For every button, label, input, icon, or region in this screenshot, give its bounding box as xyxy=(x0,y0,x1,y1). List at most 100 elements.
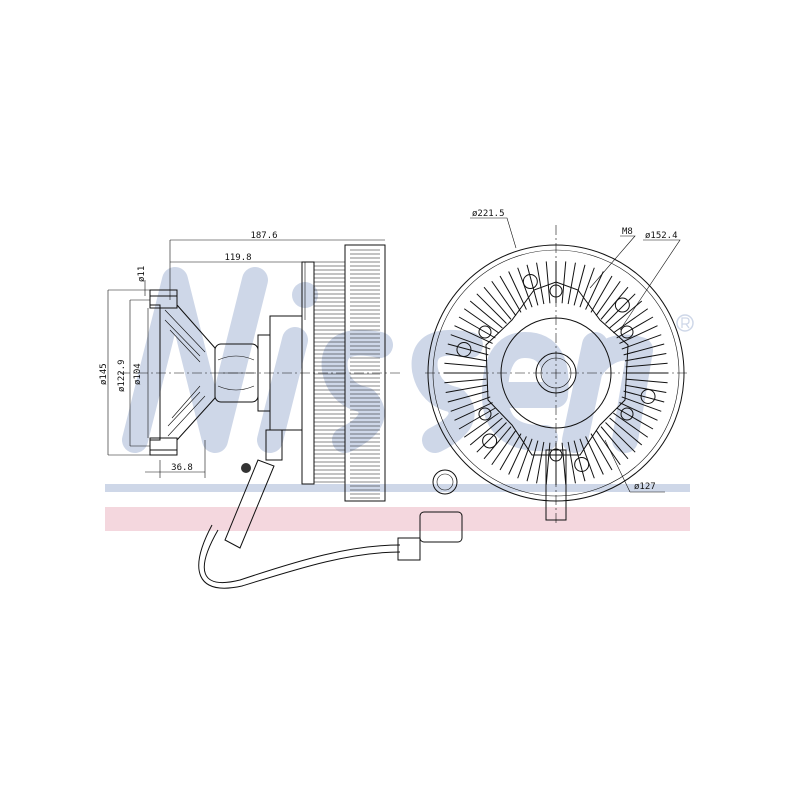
front-fin xyxy=(445,384,488,393)
front-fin xyxy=(508,271,527,310)
front-fin xyxy=(444,362,487,368)
front-fin xyxy=(625,362,668,368)
front-fin xyxy=(561,442,567,485)
front-fin xyxy=(624,353,667,362)
front-fin xyxy=(469,300,503,329)
dim-flange-outer: ø145 xyxy=(99,363,109,385)
front-fin xyxy=(609,417,643,446)
watermark xyxy=(105,267,694,531)
dim-outer-bolt-circle: ø152.4 xyxy=(645,231,678,241)
bolt-hole-inner xyxy=(620,407,634,421)
front-fin xyxy=(491,430,517,466)
front-fin xyxy=(463,308,499,334)
bolt-hole-outer xyxy=(482,433,498,449)
dim-bolt-circle: ø122.9 xyxy=(117,359,127,392)
front-fin xyxy=(526,440,539,482)
front-fin xyxy=(595,280,621,316)
front-fin xyxy=(499,275,522,313)
front-fin xyxy=(619,402,658,421)
front-fin xyxy=(623,343,665,356)
front-fin xyxy=(616,316,654,339)
front-fin xyxy=(605,293,636,324)
dim-overall-length: 187.6 xyxy=(250,231,277,241)
sensor-cable xyxy=(203,529,401,584)
front-fin xyxy=(545,261,551,304)
front-fin xyxy=(499,433,522,471)
front-fin xyxy=(621,396,662,412)
front-fin xyxy=(445,353,488,362)
front-fin xyxy=(476,293,507,324)
front-fin xyxy=(623,390,665,403)
dim-pilot: ø104 xyxy=(133,363,143,385)
sensor-body xyxy=(265,429,283,461)
sensor-screw xyxy=(241,463,251,473)
front-fin xyxy=(450,334,491,350)
front-fin xyxy=(517,438,533,479)
front-fin xyxy=(483,426,512,460)
front-fin xyxy=(450,396,491,412)
dim-hub-length: 119.8 xyxy=(224,253,251,263)
front-fin xyxy=(619,325,658,344)
front-fin xyxy=(458,407,496,430)
watermark-blue-stripe xyxy=(105,484,690,492)
front-fin xyxy=(561,261,567,304)
front-fin xyxy=(573,440,586,482)
bolt-hole-outer xyxy=(640,389,656,405)
front-fin xyxy=(469,417,503,446)
front-fin xyxy=(605,422,636,453)
sensor-housing xyxy=(224,459,275,549)
front-fin xyxy=(483,286,512,320)
watermark-logo xyxy=(122,267,653,453)
front-fin xyxy=(624,384,667,393)
connector-plug xyxy=(419,511,463,543)
dim-fan-diameter: ø221.5 xyxy=(472,209,505,219)
bolt-hole-outer xyxy=(456,341,472,357)
front-fin xyxy=(585,271,604,310)
front-fin xyxy=(517,267,533,308)
front-fin xyxy=(613,308,649,334)
front-fin xyxy=(526,264,539,306)
front-fin xyxy=(616,407,654,430)
connector-pin-view xyxy=(432,469,458,495)
bolt-hole-inner xyxy=(478,325,492,339)
bolt-holes xyxy=(456,274,656,472)
front-fin xyxy=(454,325,493,344)
front-fin xyxy=(590,275,613,313)
front-fin xyxy=(454,402,493,421)
front-fin xyxy=(613,412,649,438)
dim-flange-depth: 36.8 xyxy=(171,463,193,473)
side-view: 187.6 119.8 ø11 ø145 ø122.9 ø104 36.8 xyxy=(99,231,463,589)
front-fin xyxy=(567,441,576,484)
cable-connector xyxy=(397,537,421,561)
bolt-hole-outer xyxy=(614,297,630,313)
front-fin xyxy=(567,262,576,305)
front-fin xyxy=(476,422,507,453)
front-view: ø221.5 M8 ø152.4 ø127 xyxy=(425,209,690,525)
front-fin xyxy=(595,430,621,466)
front-fin xyxy=(444,378,487,384)
bolt-hole-inner xyxy=(478,407,492,421)
front-fin xyxy=(600,426,629,460)
front-fin xyxy=(463,412,499,438)
front-fin xyxy=(625,378,668,384)
bolt-hole-outer xyxy=(574,456,590,472)
front-fin xyxy=(447,343,489,356)
front-fin xyxy=(536,262,545,305)
dim-inner-bolt-circle: ø127 xyxy=(634,482,656,492)
front-fin xyxy=(573,264,586,306)
watermark-pink-stripe xyxy=(105,507,690,531)
dim-bolt-hole: ø11 xyxy=(137,266,147,282)
front-fin xyxy=(447,390,489,403)
bolt-hole-outer xyxy=(522,274,538,290)
front-fin xyxy=(600,286,629,320)
registered-mark-icon xyxy=(676,314,694,332)
front-fin xyxy=(536,441,545,484)
side-fins xyxy=(314,249,380,499)
front-fin xyxy=(579,438,595,479)
bolt-hole-inner xyxy=(620,325,634,339)
front-fin xyxy=(590,433,613,471)
front-fin xyxy=(458,316,496,339)
dim-thread: M8 xyxy=(622,227,633,237)
